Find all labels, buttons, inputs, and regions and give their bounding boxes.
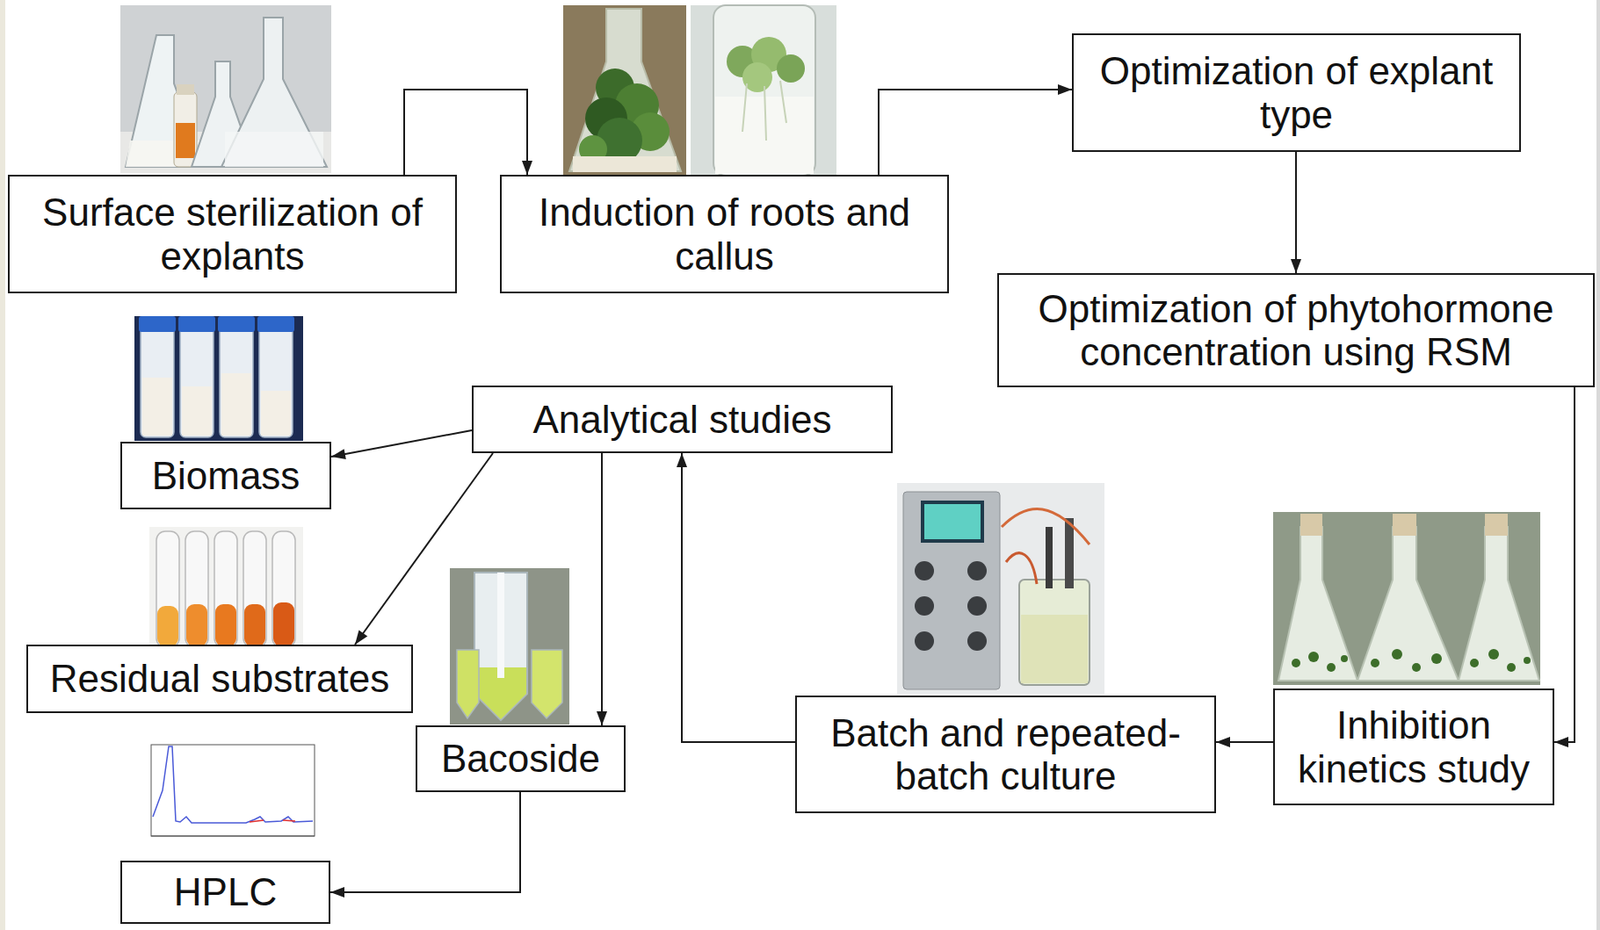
arrow-line xyxy=(1554,387,1575,743)
arrow-line xyxy=(404,89,528,175)
arrow-line xyxy=(681,453,796,743)
process-box: Bacoside xyxy=(415,725,626,793)
process-box: Induction of roots and callus xyxy=(499,174,949,294)
box-label: Inhibition kinetics study xyxy=(1285,703,1543,791)
arrow-line xyxy=(331,430,472,457)
arrow-head xyxy=(596,711,608,726)
box-label: Bacoside xyxy=(427,737,614,781)
flow-arrow xyxy=(404,89,533,175)
arrow-head xyxy=(330,887,345,898)
process-box: Inhibition kinetics study xyxy=(1273,688,1555,806)
biomass-tubes-photo xyxy=(134,316,304,442)
bioreactor-photo xyxy=(897,483,1105,695)
arrow-line xyxy=(878,89,1072,175)
box-label: Surface sterilization of explants xyxy=(20,190,445,278)
process-box: Biomass xyxy=(120,441,332,510)
flow-arrow xyxy=(596,453,608,726)
arrow-head xyxy=(1290,259,1302,274)
box-label: Analytical studies xyxy=(484,398,881,442)
flow-arrow xyxy=(1554,387,1575,748)
box-label: HPLC xyxy=(132,870,319,914)
bacoside-tubes-photo xyxy=(449,568,570,725)
arrow-head xyxy=(676,453,688,468)
flow-arrow xyxy=(330,792,521,898)
box-label: Induction of roots and callus xyxy=(512,190,937,278)
arrow-line xyxy=(330,792,521,893)
arrow-head xyxy=(1554,737,1569,748)
box-label: Batch and repeated-batch culture xyxy=(807,711,1204,799)
process-box: Optimization of phytohormone concentrati… xyxy=(997,273,1595,388)
box-label: Optimization of explant type xyxy=(1084,49,1509,137)
arrow-head xyxy=(331,448,347,460)
chromatogram xyxy=(137,739,327,848)
arrow-head xyxy=(521,160,533,175)
arrow-line xyxy=(1295,152,1297,274)
process-box: Residual substrates xyxy=(26,644,413,714)
box-label: Optimization of phytohormone concentrati… xyxy=(1009,287,1583,375)
frame-strip xyxy=(0,0,6,930)
process-box: Optimization of explant type xyxy=(1071,33,1521,153)
arrow-head xyxy=(354,630,368,645)
process-box: Surface sterilization of explants xyxy=(7,174,457,294)
arrow-head xyxy=(1057,84,1072,95)
residual-tubes-photo xyxy=(149,527,304,650)
box-label: Biomass xyxy=(132,454,319,498)
arrow-line xyxy=(354,453,493,645)
flow-arrow xyxy=(676,453,796,743)
flasks-photo xyxy=(120,5,332,174)
flow-arrow xyxy=(878,84,1072,175)
process-box: Analytical studies xyxy=(471,385,893,454)
arrow-head xyxy=(1216,737,1231,748)
arrow-line xyxy=(600,453,603,726)
box-label: Residual substrates xyxy=(38,657,401,701)
frame-strip xyxy=(1596,0,1600,930)
flow-arrow xyxy=(331,430,472,460)
flow-arrow xyxy=(1216,737,1274,748)
flasks-culture-photo xyxy=(1273,512,1541,686)
flow-arrow xyxy=(1290,152,1302,274)
process-box: Batch and repeated-batch culture xyxy=(795,695,1217,814)
process-box: HPLC xyxy=(120,861,331,925)
flow-arrow xyxy=(354,453,493,645)
culture-photos xyxy=(563,5,837,176)
